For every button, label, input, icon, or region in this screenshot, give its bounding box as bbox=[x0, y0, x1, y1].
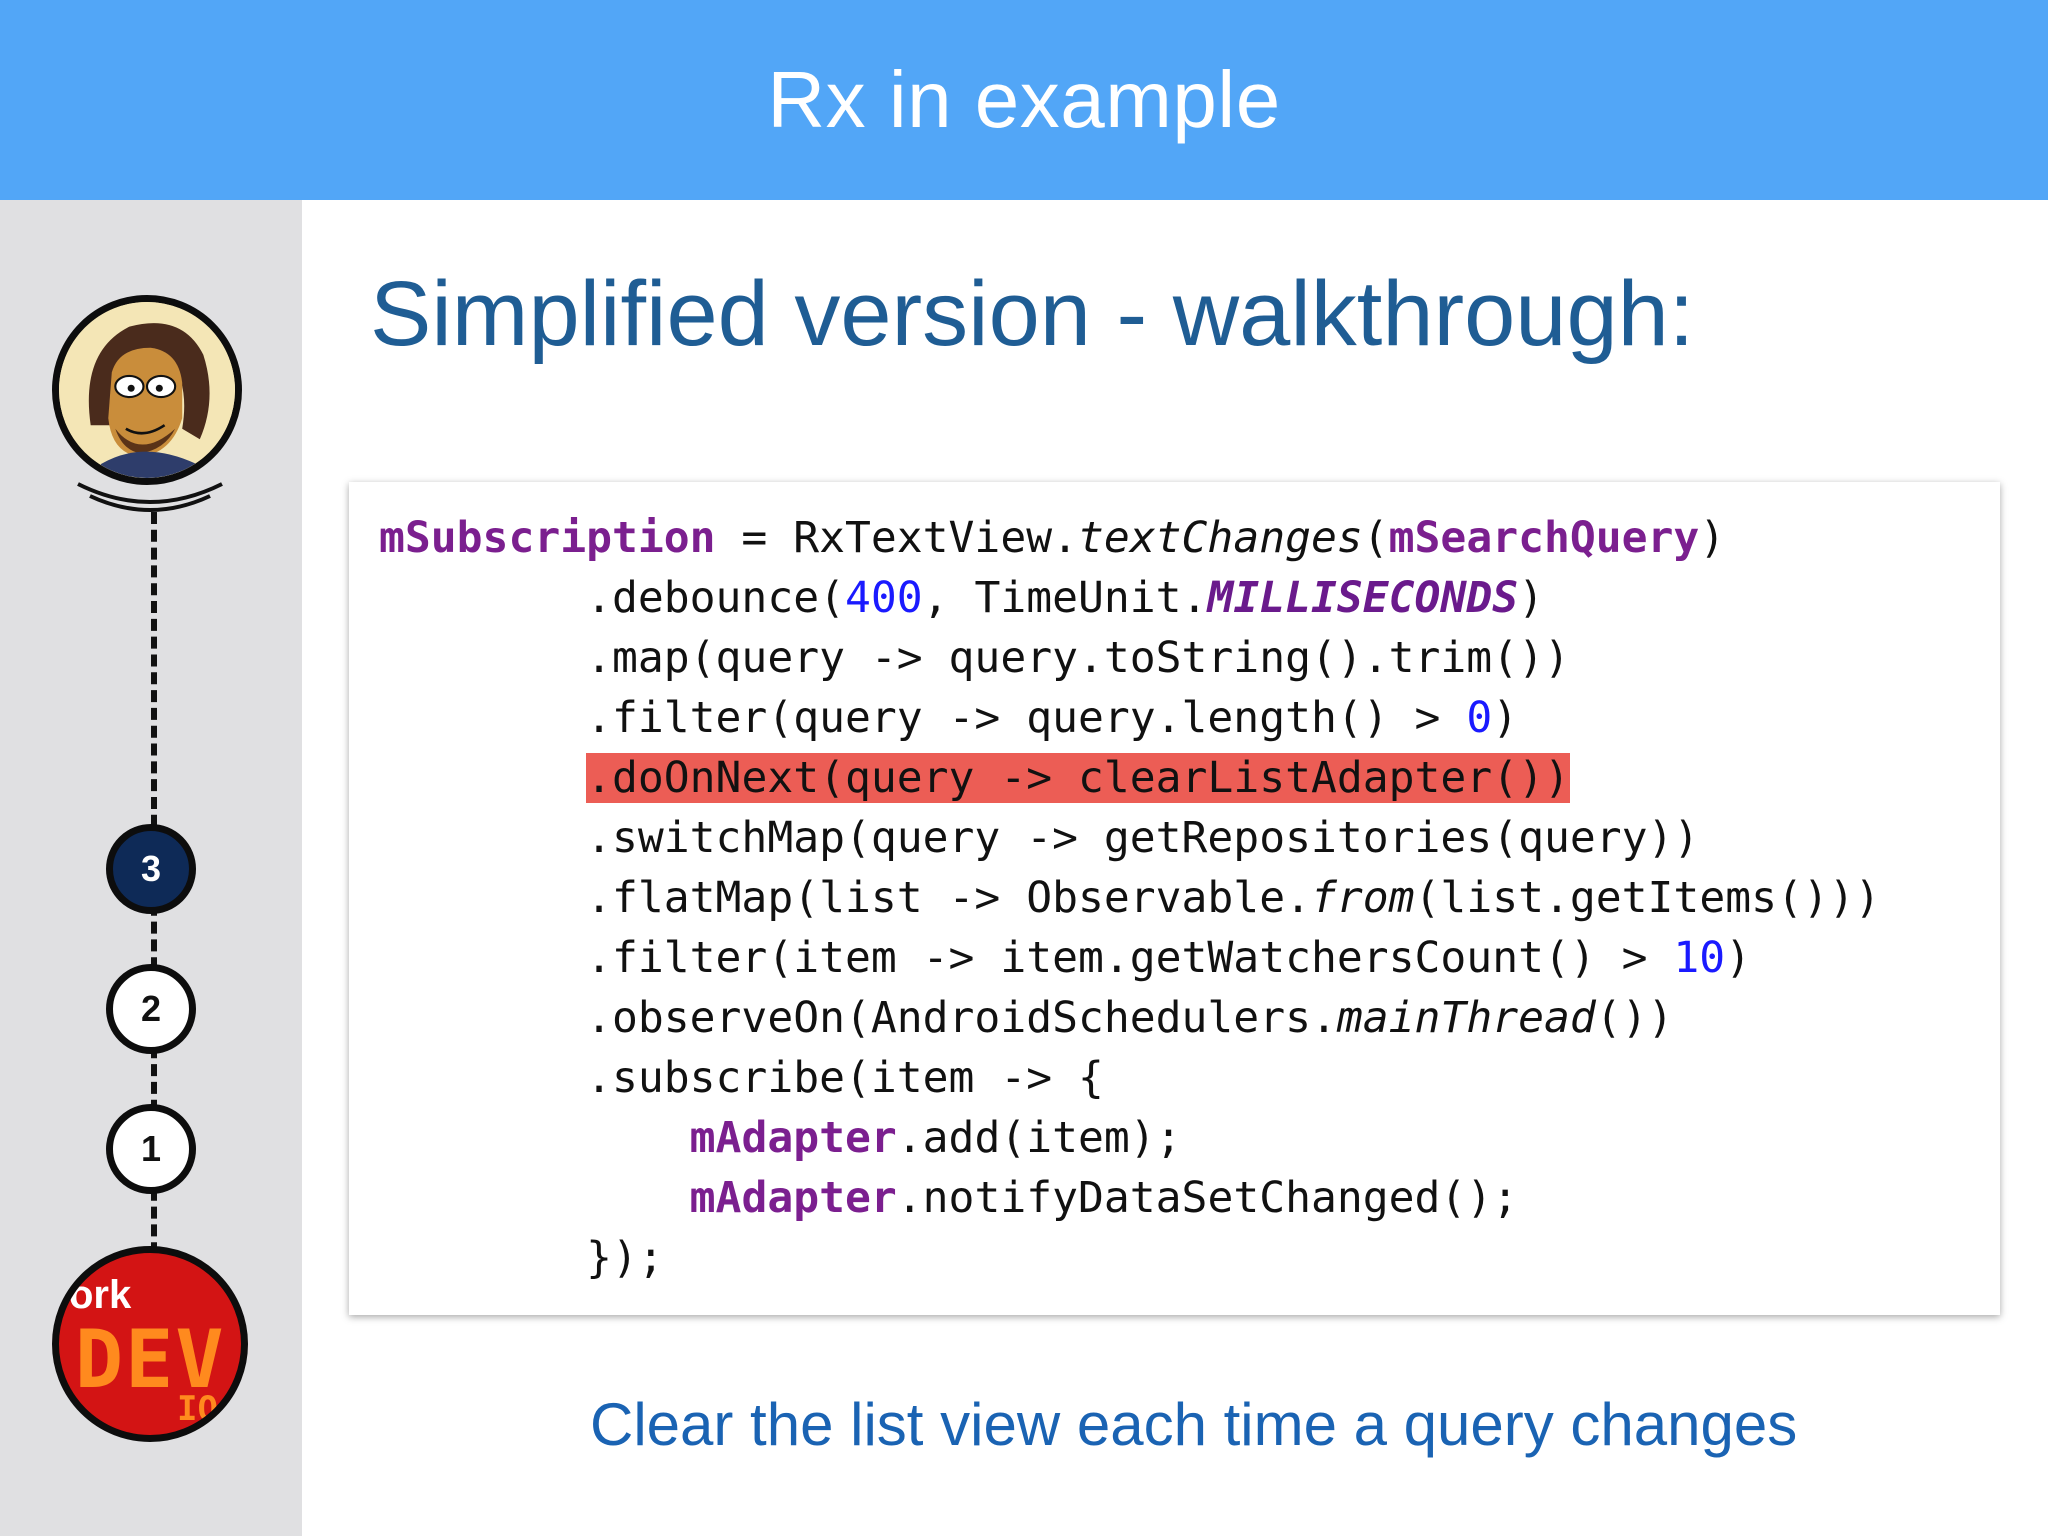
step-number: 2 bbox=[140, 988, 162, 1029]
step-3-marker[interactable]: 3 bbox=[106, 824, 196, 914]
step-2-marker[interactable]: 2 bbox=[106, 964, 196, 1054]
step-number: 3 bbox=[140, 848, 162, 889]
code-line: .filter(query -> query.length() > 0) bbox=[379, 693, 1519, 743]
code-line: .filter(item -> item.getWatchersCount() … bbox=[379, 933, 1752, 983]
code-line: }); bbox=[379, 1233, 664, 1283]
slide-header: Rx in example bbox=[0, 0, 2048, 200]
conference-logo: ork DEV IO bbox=[52, 1246, 248, 1442]
signal-waves-icon bbox=[77, 482, 223, 512]
step-1-marker[interactable]: 1 bbox=[106, 1104, 196, 1194]
highlighted-code: .doOnNext(query -> clearListAdapter()) bbox=[586, 753, 1570, 803]
code-line: .flatMap(list -> Observable.from(list.ge… bbox=[379, 873, 1881, 923]
step-number: 1 bbox=[140, 1128, 162, 1169]
code-line: mAdapter.add(item); bbox=[689, 1113, 1182, 1163]
slide-title: Rx in example bbox=[767, 55, 1281, 144]
slide-subtitle: Simplified version - walkthrough: bbox=[370, 263, 1695, 365]
code-block: mSubscription = RxTextView.textChanges(m… bbox=[349, 482, 2000, 1315]
presenter-avatar bbox=[52, 295, 242, 485]
code-listing: mSubscription = RxTextView.textChanges(m… bbox=[379, 508, 1881, 1288]
code-line: .doOnNext(query -> clearListAdapter()) bbox=[379, 748, 1881, 808]
code-line: mSubscription = RxTextView.textChanges(m… bbox=[379, 513, 1726, 563]
code-line: .map(query -> query.toString().trim()) bbox=[379, 633, 1570, 683]
code-line: mAdapter.notifyDataSetChanged(); bbox=[689, 1173, 1519, 1223]
cartoon-face-icon bbox=[59, 302, 235, 478]
slide-caption: Clear the list view each time a query ch… bbox=[590, 1391, 1798, 1458]
logo-bottom-text: IO bbox=[177, 1389, 218, 1429]
code-line: .subscribe(item -> { bbox=[379, 1053, 1104, 1103]
logo-main-text: DEV bbox=[75, 1313, 226, 1406]
code-line: .observeOn(AndroidSchedulers.mainThread(… bbox=[379, 993, 1674, 1043]
logo-top-text: ork bbox=[69, 1273, 132, 1317]
code-line: .switchMap(query -> getRepositories(quer… bbox=[379, 813, 1700, 863]
code-line: .debounce(400, TimeUnit.MILLISECONDS) bbox=[379, 573, 1545, 623]
